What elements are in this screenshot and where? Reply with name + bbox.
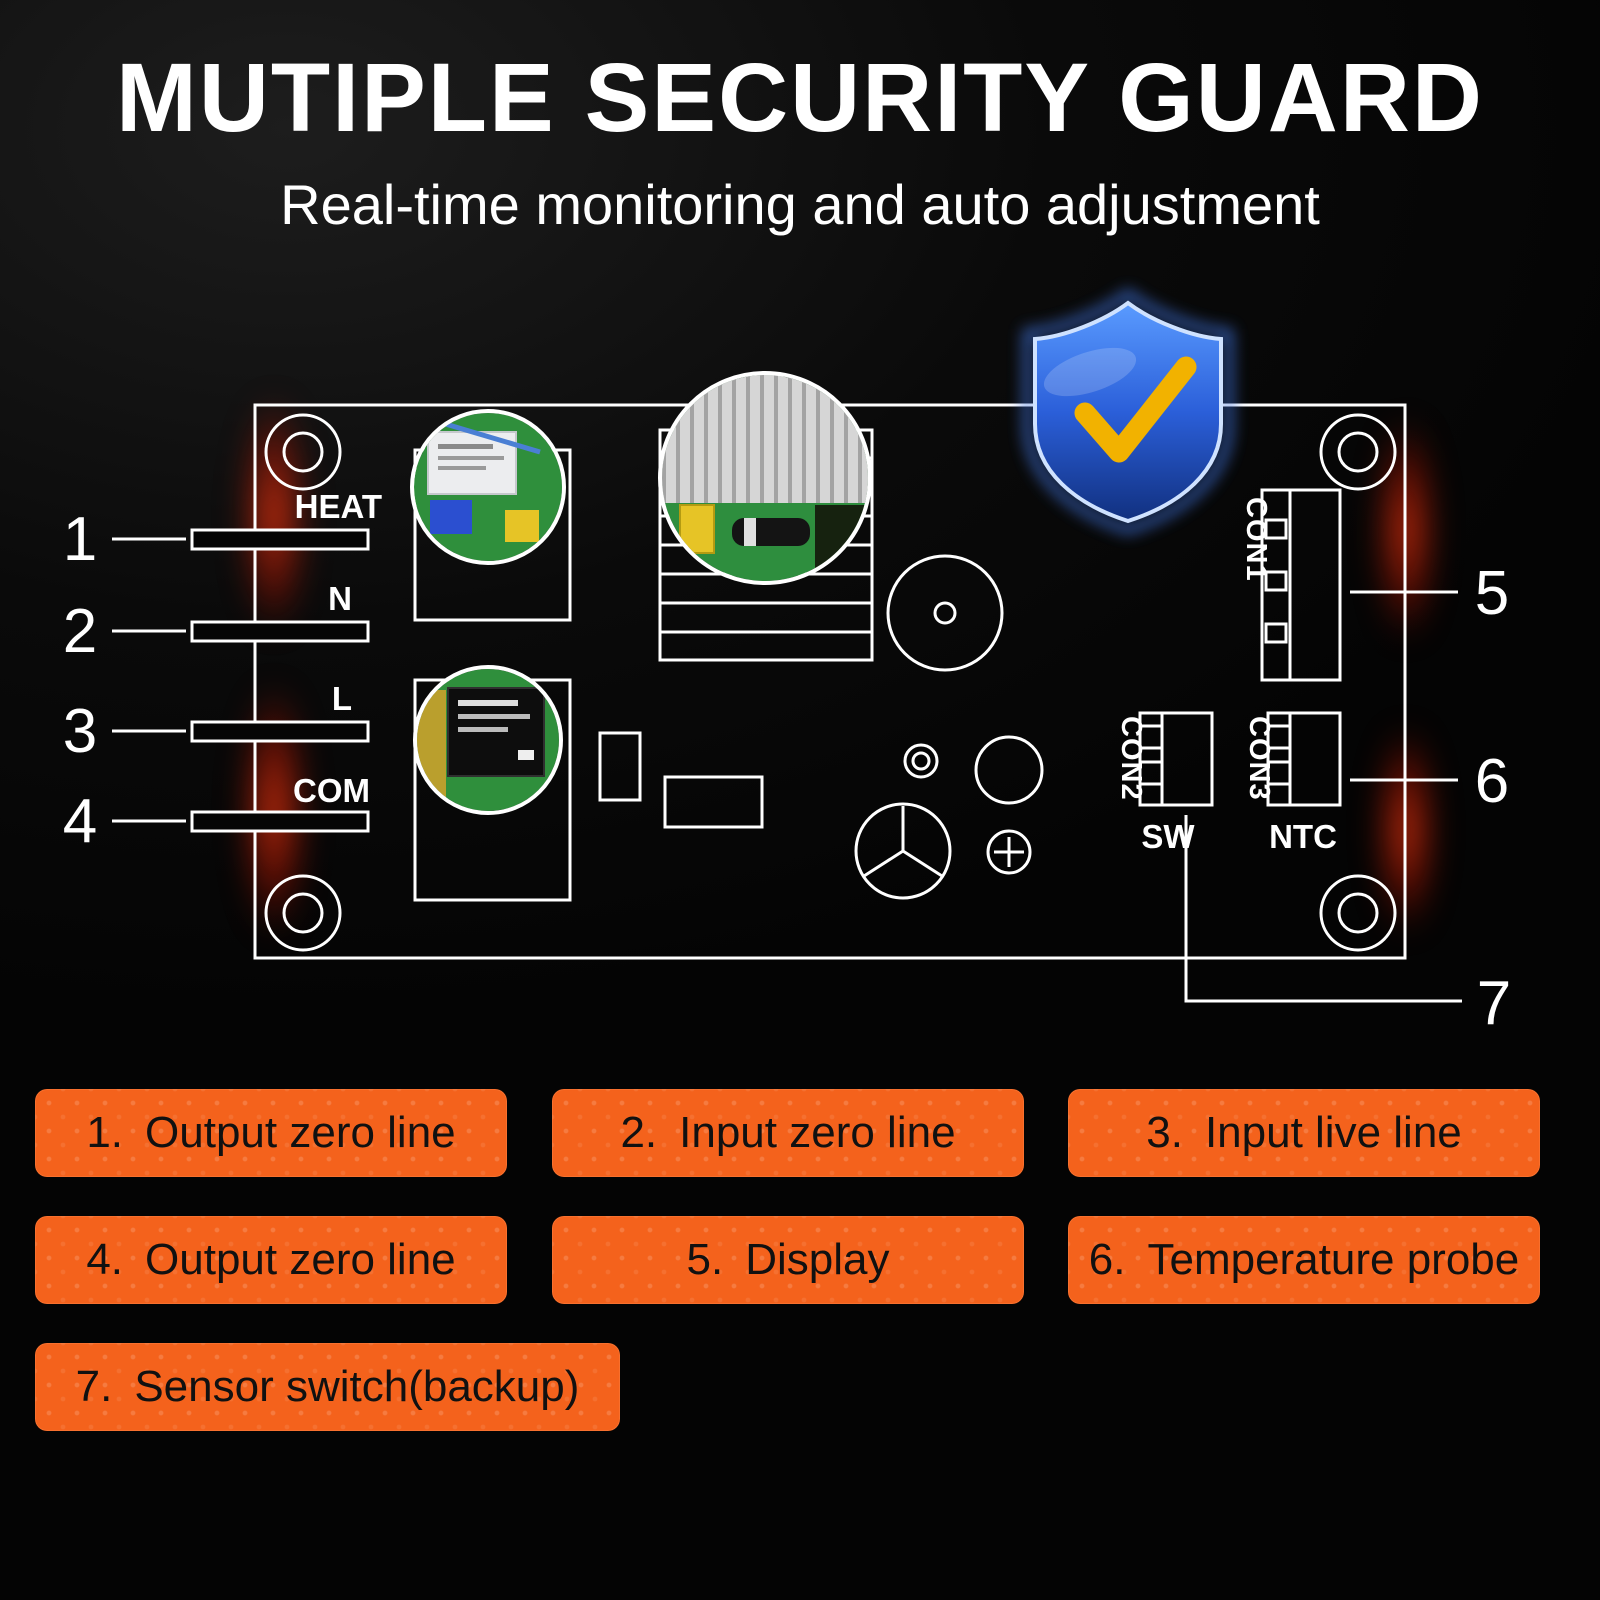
terminal-label-heat: HEAT [295,488,382,525]
legend-item-number: 4. [86,1235,124,1284]
callout-number-2: 2 [63,597,97,666]
corner-hole-bottom-right [1319,874,1397,952]
callout-number-7: 7 [1477,969,1511,1038]
legend-item-display: 5. Display [552,1216,1024,1304]
solder-ring [903,743,939,779]
legend-item-input-zero-line: 2. Input zero line [552,1089,1024,1177]
legend-item-label: Display [745,1235,890,1284]
shield-check-icon [1028,294,1229,529]
capacitor-circle [974,735,1044,805]
corner-hole-top-left [264,413,342,491]
ntc-label: NTC [1269,818,1337,855]
con3-connector [1266,711,1342,807]
callout-number-4: 4 [63,787,97,856]
legend-item-number: 3. [1146,1108,1183,1157]
terminal-label-n: N [328,580,352,617]
legend-item-sensor-switch: 7. Sensor switch(backup) [35,1343,620,1431]
component-small-vertical [598,731,642,802]
legend-item-label: Input live line [1204,1108,1462,1157]
corner-hole-top-right [1319,413,1397,491]
con1-label: CON1 [1240,497,1272,582]
con2-label: CON2 [1115,716,1147,801]
component-small-horizontal [663,775,764,829]
legend-item-input-live-line: 3. Input live line [1068,1089,1540,1177]
legend-item-label: Output zero line [145,1235,456,1284]
terminal-bar-n [190,620,370,643]
callout-number-1: 1 [63,505,97,574]
legend-item-label: Sensor switch(backup) [134,1362,580,1411]
legend-item-output-zero-line-1: 1. Output zero line [35,1089,507,1177]
photo-inset-heatsink [658,371,872,585]
legend-item-label: Input zero line [679,1108,956,1157]
legend-item-number: 1. [86,1108,124,1157]
trimmer-pot [854,802,952,900]
terminal-label-com: COM [293,772,370,809]
photo-inset-relay-top [410,409,566,565]
callout-number-6: 6 [1475,747,1509,816]
con2-connector [1138,711,1214,807]
legend-item-label: Output zero line [145,1108,456,1157]
terminal-label-l: L [332,680,352,717]
page-title: MUTIPLE SECURITY GUARD [116,43,1484,152]
screw-head [986,829,1032,875]
legend-item-temperature-probe: 6. Temperature probe [1068,1216,1540,1304]
sw-label: SW [1141,818,1195,855]
terminal-bar-l [190,720,370,743]
buzzer [886,554,1004,672]
legend-item-number: 7. [75,1362,113,1411]
callout-line-7 [1184,815,1462,1003]
photo-inset-relay-bottom [413,665,563,815]
callout-number-5: 5 [1475,559,1509,628]
con1-connector [1260,488,1342,682]
legend-item-number: 5. [686,1235,724,1284]
callout-number-3: 3 [63,697,97,766]
legend-item-number: 6. [1088,1235,1126,1284]
terminal-bar-com [190,810,370,833]
con3-label: CON3 [1243,716,1275,801]
legend-item-label: Temperature probe [1147,1235,1520,1284]
legend-item-output-zero-line-2: 4. Output zero line [35,1216,507,1304]
legend-item-number: 2. [620,1108,658,1157]
check-icon [1074,356,1197,463]
page-subtitle: Real-time monitoring and auto adjustment [280,173,1320,236]
corner-hole-bottom-left [264,874,342,952]
terminal-bar-heat [190,528,370,551]
